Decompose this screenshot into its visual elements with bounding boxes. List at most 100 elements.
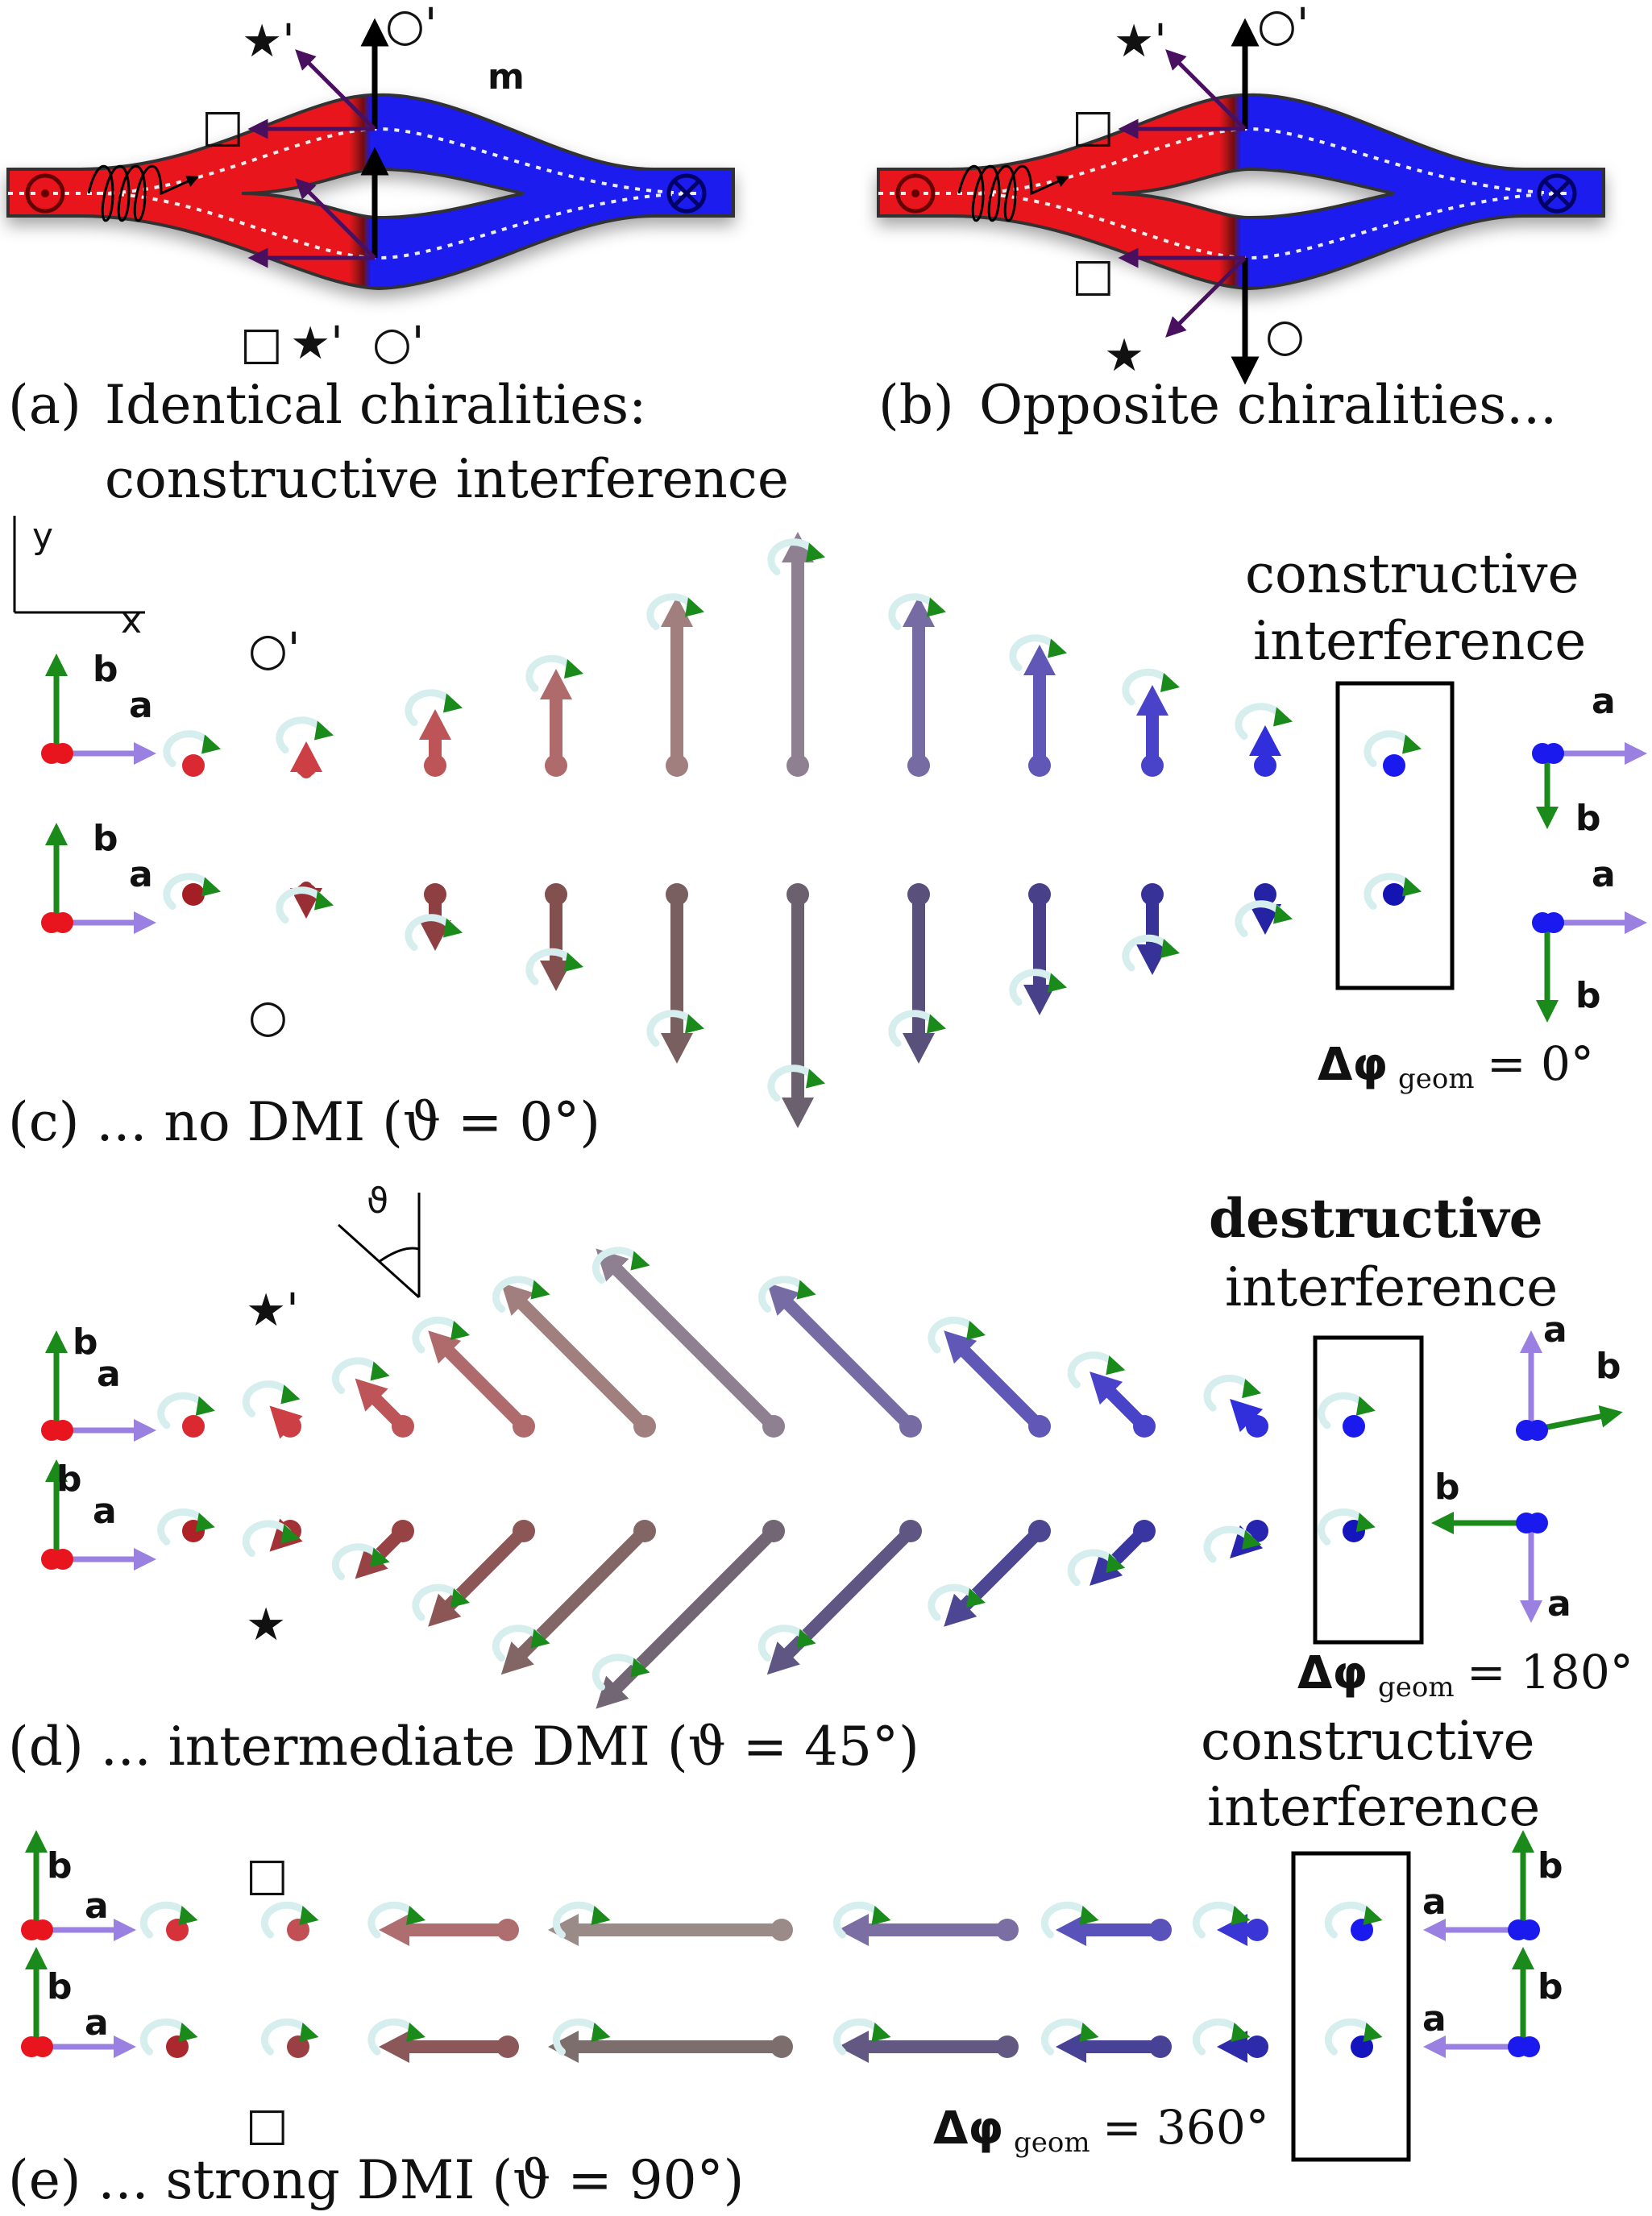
- square-mark-bottom-b: □: [1072, 249, 1114, 301]
- spring-icon: [957, 165, 1069, 222]
- circle-prime-mark-b: ○': [1257, 0, 1309, 52]
- spin-e-bottom-5: [832, 2018, 1019, 2063]
- svg-text:geom: geom: [1378, 1671, 1455, 1703]
- spin-c-bottom-3: [405, 883, 463, 951]
- spin-c-bottom-4: [525, 883, 583, 991]
- spin-c-top-1: [163, 730, 221, 777]
- circle-prime-mark-c: ○': [248, 624, 300, 676]
- frame-label-e-2: b: [47, 1966, 73, 2007]
- star-prime-mark-bottom: ★': [290, 317, 343, 370]
- spin-d-bottom-10: [1203, 1520, 1268, 1563]
- spring-icon: [87, 165, 199, 222]
- svg-text:= 180°: = 180°: [1467, 1645, 1633, 1699]
- spin-e-top-8: [1324, 1901, 1383, 1941]
- spin-c-top-3: [405, 689, 463, 777]
- spin-d-top-11: [1318, 1392, 1376, 1438]
- spin-c-bottom-5: [646, 883, 704, 1064]
- spin-c-bottom-1: [163, 873, 221, 910]
- out-of-plane-icon: [25, 173, 65, 214]
- spin-c-bottom-6: [767, 883, 825, 1128]
- spin-e-top-2: [260, 1901, 319, 1941]
- into-plane-icon: [1537, 173, 1577, 214]
- spin-e-top-3: [367, 1901, 519, 1946]
- frame-label-d-1: a: [97, 1354, 121, 1395]
- svg-text:geom: geom: [1014, 2127, 1090, 2159]
- panel-e-caption: (e) ... strong DMI (ϑ = 90°): [8, 2149, 744, 2211]
- star-prime-mark-b: ★': [1114, 15, 1167, 68]
- spin-d-bottom-2: [242, 1518, 303, 1558]
- spin-e-bottom-8: [1324, 2018, 1383, 2058]
- frame-d-top-left: [41, 1330, 156, 1442]
- svg-text:Δφ: Δφ: [1318, 1039, 1388, 1091]
- waveguide-ribbon: [6, 93, 735, 291]
- panel-a-caption-line1: Identical chiralities:: [105, 374, 646, 436]
- spin-e-top-6: [1040, 1901, 1172, 1946]
- waveguide-ribbon-b: [877, 93, 1605, 291]
- axis-y-label: y: [32, 516, 53, 557]
- frame-d-top-right: [1516, 1330, 1623, 1441]
- dotted-path: [8, 127, 702, 260]
- svg-text:ϑ: ϑ: [367, 1181, 388, 1222]
- frame-c-bottom-right: [1532, 911, 1647, 1023]
- frame-label-c-3: a: [129, 854, 153, 895]
- panel-b-caption: Opposite chiralities...: [979, 374, 1557, 436]
- into-plane-icon: [666, 173, 707, 214]
- interference-line2-e: interference: [1207, 1776, 1540, 1838]
- spin-c-bottom-9: [1122, 883, 1180, 975]
- spin-c-top-4: [525, 654, 583, 777]
- frame-label-d-4: a: [1543, 1309, 1567, 1351]
- spin-e-top-1: [139, 1901, 198, 1941]
- frame-c-top-left: [41, 654, 156, 765]
- spin-d-bottom-11: [1318, 1508, 1376, 1546]
- axis-x-label: x: [121, 600, 142, 641]
- frame-e-bottom-left: [21, 1947, 136, 2058]
- frame-label-e-4: a: [1422, 1882, 1447, 1923]
- spin-e-bottom-2: [260, 2018, 319, 2058]
- frame-c-top-right: [1532, 742, 1647, 829]
- interference-box-c: [1335, 681, 1455, 990]
- spin-d-bottom-8: [928, 1520, 1051, 1627]
- svg-text:= 360°: = 360°: [1102, 2100, 1269, 2155]
- spin-c-top-6: [767, 532, 825, 777]
- star-prime-mark-d: ★': [246, 1284, 299, 1337]
- spin-d-bottom-6: [591, 1520, 785, 1709]
- spin-c-top-11: [1364, 730, 1422, 777]
- spin-c-bottom-11: [1364, 873, 1422, 910]
- spin-c-top-10: [1235, 703, 1293, 777]
- frame-d-bottom-right: [1431, 1512, 1548, 1623]
- panel-a-caption-line2: constructive interference: [105, 448, 789, 510]
- star-mark-d: ★: [246, 1599, 286, 1651]
- spin-e-bottom-4: [548, 2018, 793, 2063]
- circle-mark-c: ○: [248, 990, 288, 1043]
- spin-d-top-4: [412, 1316, 535, 1438]
- interference-box-d: [1313, 1335, 1424, 1645]
- frame-label-c-4: a: [1592, 681, 1616, 722]
- spin-e-top-7: [1192, 1901, 1268, 1946]
- frame-label-d-2: b: [56, 1459, 82, 1500]
- square-mark: □: [201, 100, 244, 152]
- panel-a: m ★' ○' □ □ ★' ○' (a) Identical chiralit…: [6, 0, 789, 510]
- spin-c-top-2: [276, 716, 334, 778]
- frame-label-c-6: a: [1592, 854, 1616, 895]
- spin-c-bottom-2: [276, 882, 334, 923]
- spin-d-bottom-4: [412, 1520, 535, 1627]
- xy-axes: y x: [13, 516, 145, 641]
- interference-line2-c: interference: [1253, 610, 1586, 672]
- spin-d-top-3: [331, 1357, 414, 1438]
- frame-d-bottom-left: [41, 1459, 156, 1571]
- spin-c-bottom-10: [1235, 883, 1293, 937]
- spin-d-top-1: [157, 1392, 215, 1438]
- panel-b: ★' ○' □ □ ★ ○ (b) Opposite chiralities..…: [877, 0, 1605, 436]
- square-mark-e-bottom: □: [246, 2098, 288, 2151]
- panel-b-label: (b): [878, 374, 954, 436]
- spin-e-bottom-3: [367, 2018, 519, 2063]
- spin-e-bottom-7: [1192, 2018, 1268, 2063]
- frame-e-top-left: [21, 1830, 136, 1941]
- circle-prime-mark: ○': [385, 0, 437, 52]
- spin-d-top-10: [1203, 1374, 1268, 1438]
- frame-label-e-0: b: [47, 1845, 73, 1886]
